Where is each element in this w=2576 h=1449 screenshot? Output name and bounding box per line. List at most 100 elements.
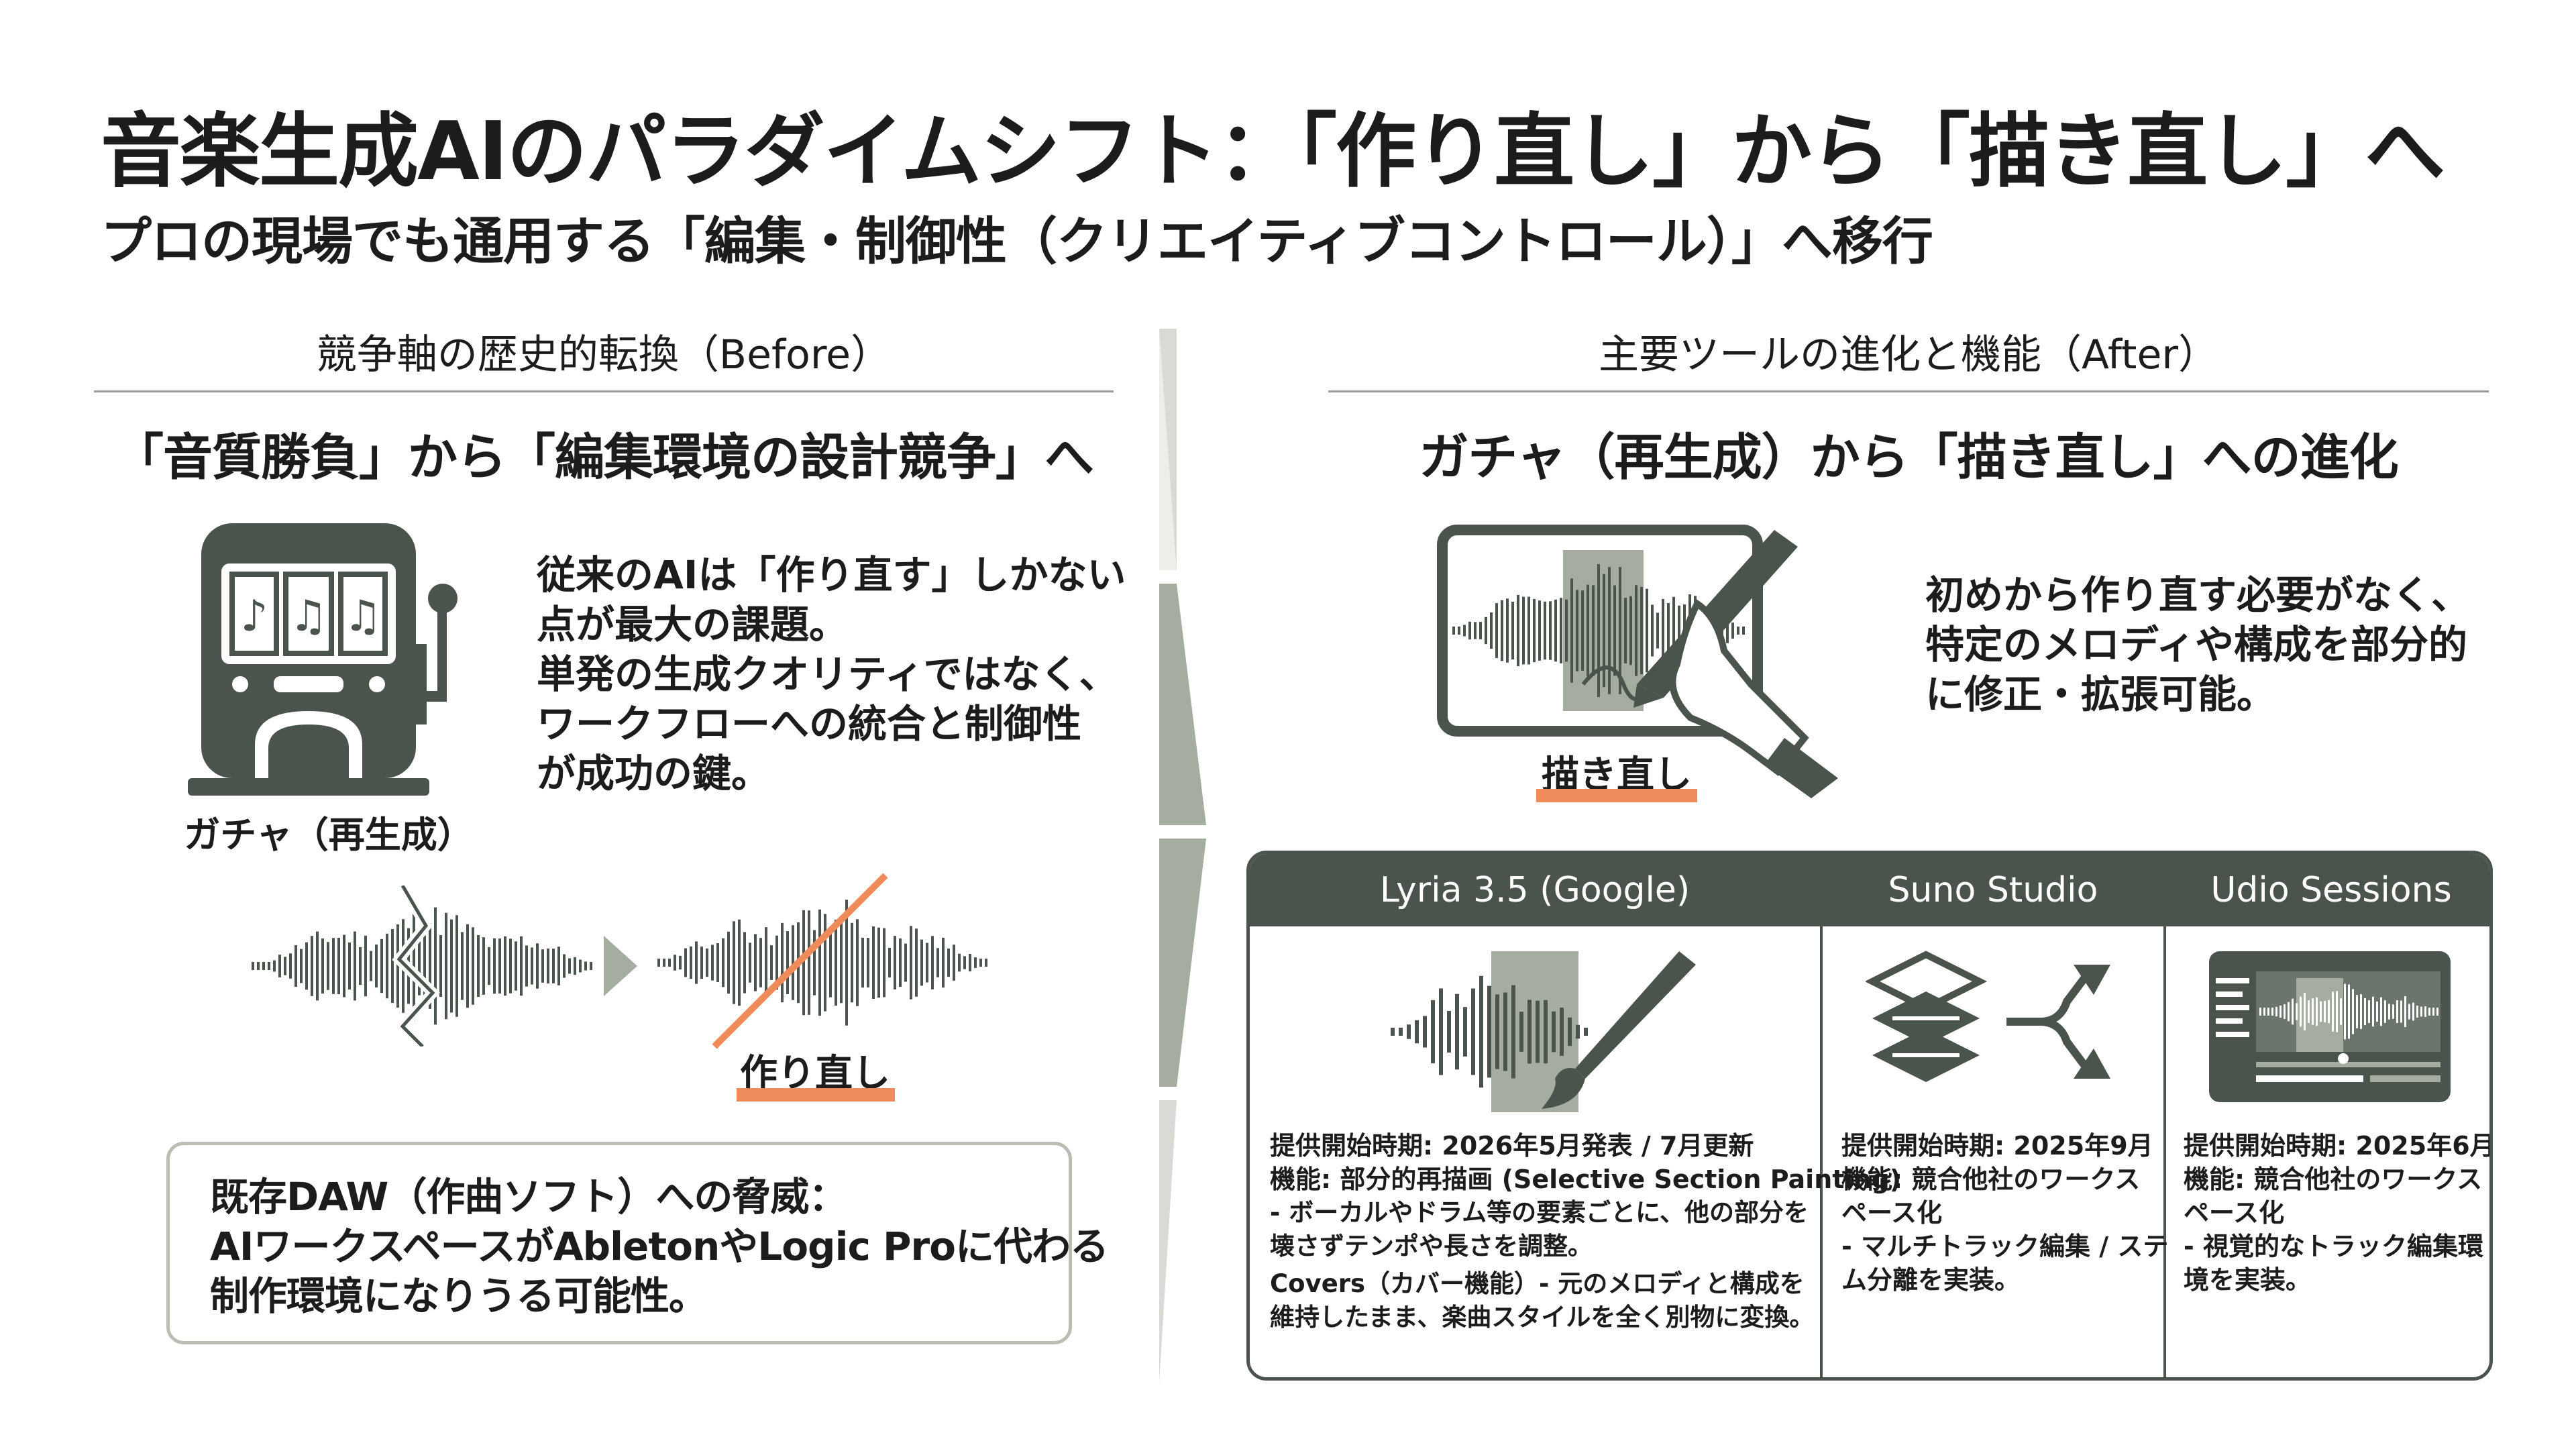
waveform-bar (2424, 1006, 2426, 1017)
waveform-bar (861, 937, 864, 988)
waveform-bar (273, 960, 276, 972)
right-description-line: 初めから作り直す必要がなく、 (1925, 572, 2471, 618)
waveform-bar (568, 958, 571, 974)
waveform-bar (1678, 605, 1680, 656)
waveform-bar (1597, 564, 1600, 697)
waveform-bar (1613, 585, 1616, 676)
waveform-bar (337, 937, 340, 995)
waveform-bar (931, 936, 934, 989)
waveform-bar (1415, 1020, 1419, 1044)
waveform-bar (1603, 574, 1605, 688)
tool-detail-line: - ボーカルやドラム等の要素ごとに、他の部分を (1270, 1198, 1809, 1227)
waveform-bar (1544, 1000, 1548, 1064)
right-section-rule (1328, 390, 2489, 392)
right-description: 初めから作り直す必要がなく、 特定のメロディや構成を部分的 に修正・拡張可能。 (1925, 570, 2470, 719)
waveform-bar (759, 938, 762, 987)
waveform-bar (1576, 1024, 1580, 1039)
waveform-bar (386, 933, 388, 999)
threat-line: AIワークスペースがAbletonやLogic Proに代わる (210, 1224, 1109, 1269)
waveform-bar (466, 924, 469, 1008)
waveform-bar (563, 954, 566, 978)
waveform-bar (2436, 1008, 2438, 1016)
waveform-bar (2356, 995, 2358, 1028)
waveform-bar (915, 928, 918, 997)
waveform-bar (1726, 618, 1729, 643)
tool-detail-line: 機能: 競合他社のワークス (1841, 1165, 2141, 1194)
waveform-bar (1495, 603, 1498, 658)
left-description-line: 点が最大の課題。 (537, 602, 849, 647)
waveform-bar (877, 927, 880, 998)
waveform-bar (284, 957, 286, 975)
waveform-bar (1536, 1000, 1540, 1063)
tool-detail-line: ム分離を実装。 (1841, 1265, 2021, 1295)
waveform-bar (2352, 989, 2354, 1034)
waveform-bar (1533, 599, 1536, 662)
waveform-bar (2336, 991, 2338, 1032)
waveform-bar (770, 945, 773, 980)
waveform-bar (354, 931, 356, 1001)
waveform-bar (1407, 1024, 1411, 1039)
waveform-bar (1490, 612, 1493, 649)
waveform-bar (396, 924, 399, 1008)
arrow-right-icon (604, 936, 637, 996)
waveform-bar (969, 953, 971, 972)
waveform-bar (1455, 994, 1459, 1070)
waveform-bar (1399, 1028, 1403, 1036)
waveform-bar (883, 928, 885, 998)
svg-text:♪: ♪ (241, 592, 268, 641)
right-section-title: 主要ツールの進化と機能（After） (1598, 331, 2219, 378)
tool-details-lyria: 提供開始時期: 2026年5月発表 / 7月更新 機能: 部分的再描画 (Sel… (1270, 1129, 1901, 1334)
waveform-bar (792, 925, 794, 1000)
tool-detail-line: - マルチトラック編集 / ステ (1841, 1232, 2169, 1261)
waveform-bar (2372, 996, 2374, 1027)
left-description-line: が成功の鍵。 (537, 751, 771, 796)
waveform-bar (2412, 1002, 2414, 1021)
waveform-bar (488, 947, 490, 985)
threat-line: 制作環境になりうる可能性。 (210, 1273, 708, 1319)
waveform-bar (845, 900, 848, 1026)
left-heading: 「音質勝負」から「編集環境の設計競争」へ (114, 429, 1094, 486)
waveform-bar (818, 909, 821, 1016)
waveform-bar (482, 937, 485, 995)
waveform-bar (1479, 622, 1482, 639)
waveform-bar (2292, 998, 2294, 1025)
waveform-bar (343, 934, 345, 998)
waveform-bar (520, 936, 523, 996)
waveform-bar (781, 922, 784, 1003)
waveform-bar (802, 910, 805, 1016)
waveform-bar (434, 907, 437, 1025)
column-divider (2163, 854, 2166, 1377)
waveform-bar (2384, 1000, 2386, 1023)
waveform-bar (370, 951, 372, 981)
waveform-bar (851, 922, 853, 1003)
waveform-bar (1552, 1011, 1556, 1053)
waveform-bar (2400, 1000, 2402, 1023)
waveform-bar (2340, 998, 2342, 1025)
waveform-bar (733, 921, 735, 1004)
waveform-bar (1667, 602, 1670, 659)
waveform-bar (375, 944, 378, 988)
waveform-bar (1506, 598, 1509, 663)
waveform-bar (824, 914, 826, 1012)
waveform-bar (2388, 1004, 2390, 1020)
waveform-bar (727, 931, 730, 994)
waveform-bar (936, 948, 939, 977)
right-description-line: に修正・拡張可能。 (1925, 672, 2276, 717)
waveform-bar (472, 927, 474, 1005)
waveform-bar (1463, 625, 1466, 637)
waveform-bar (1468, 621, 1471, 640)
waveform-bar (1587, 584, 1589, 677)
waveform-bar (910, 926, 912, 1000)
right-heading: ガチャ（再生成）から「描き直し」への進化 (1419, 429, 2398, 486)
waveform-bar (888, 947, 891, 978)
waveform-bar (498, 938, 501, 994)
waveform-bar (1549, 601, 1552, 660)
waveform-bar (1431, 1000, 1435, 1064)
waveform-bar (2288, 1002, 2290, 1022)
waveform-bar (985, 959, 987, 967)
waveform-bar (1640, 586, 1643, 675)
waveform-bar (1439, 988, 1443, 1075)
waveform-bar (979, 959, 982, 967)
waveform-bar (1737, 627, 1739, 635)
waveform-bar (663, 959, 665, 967)
